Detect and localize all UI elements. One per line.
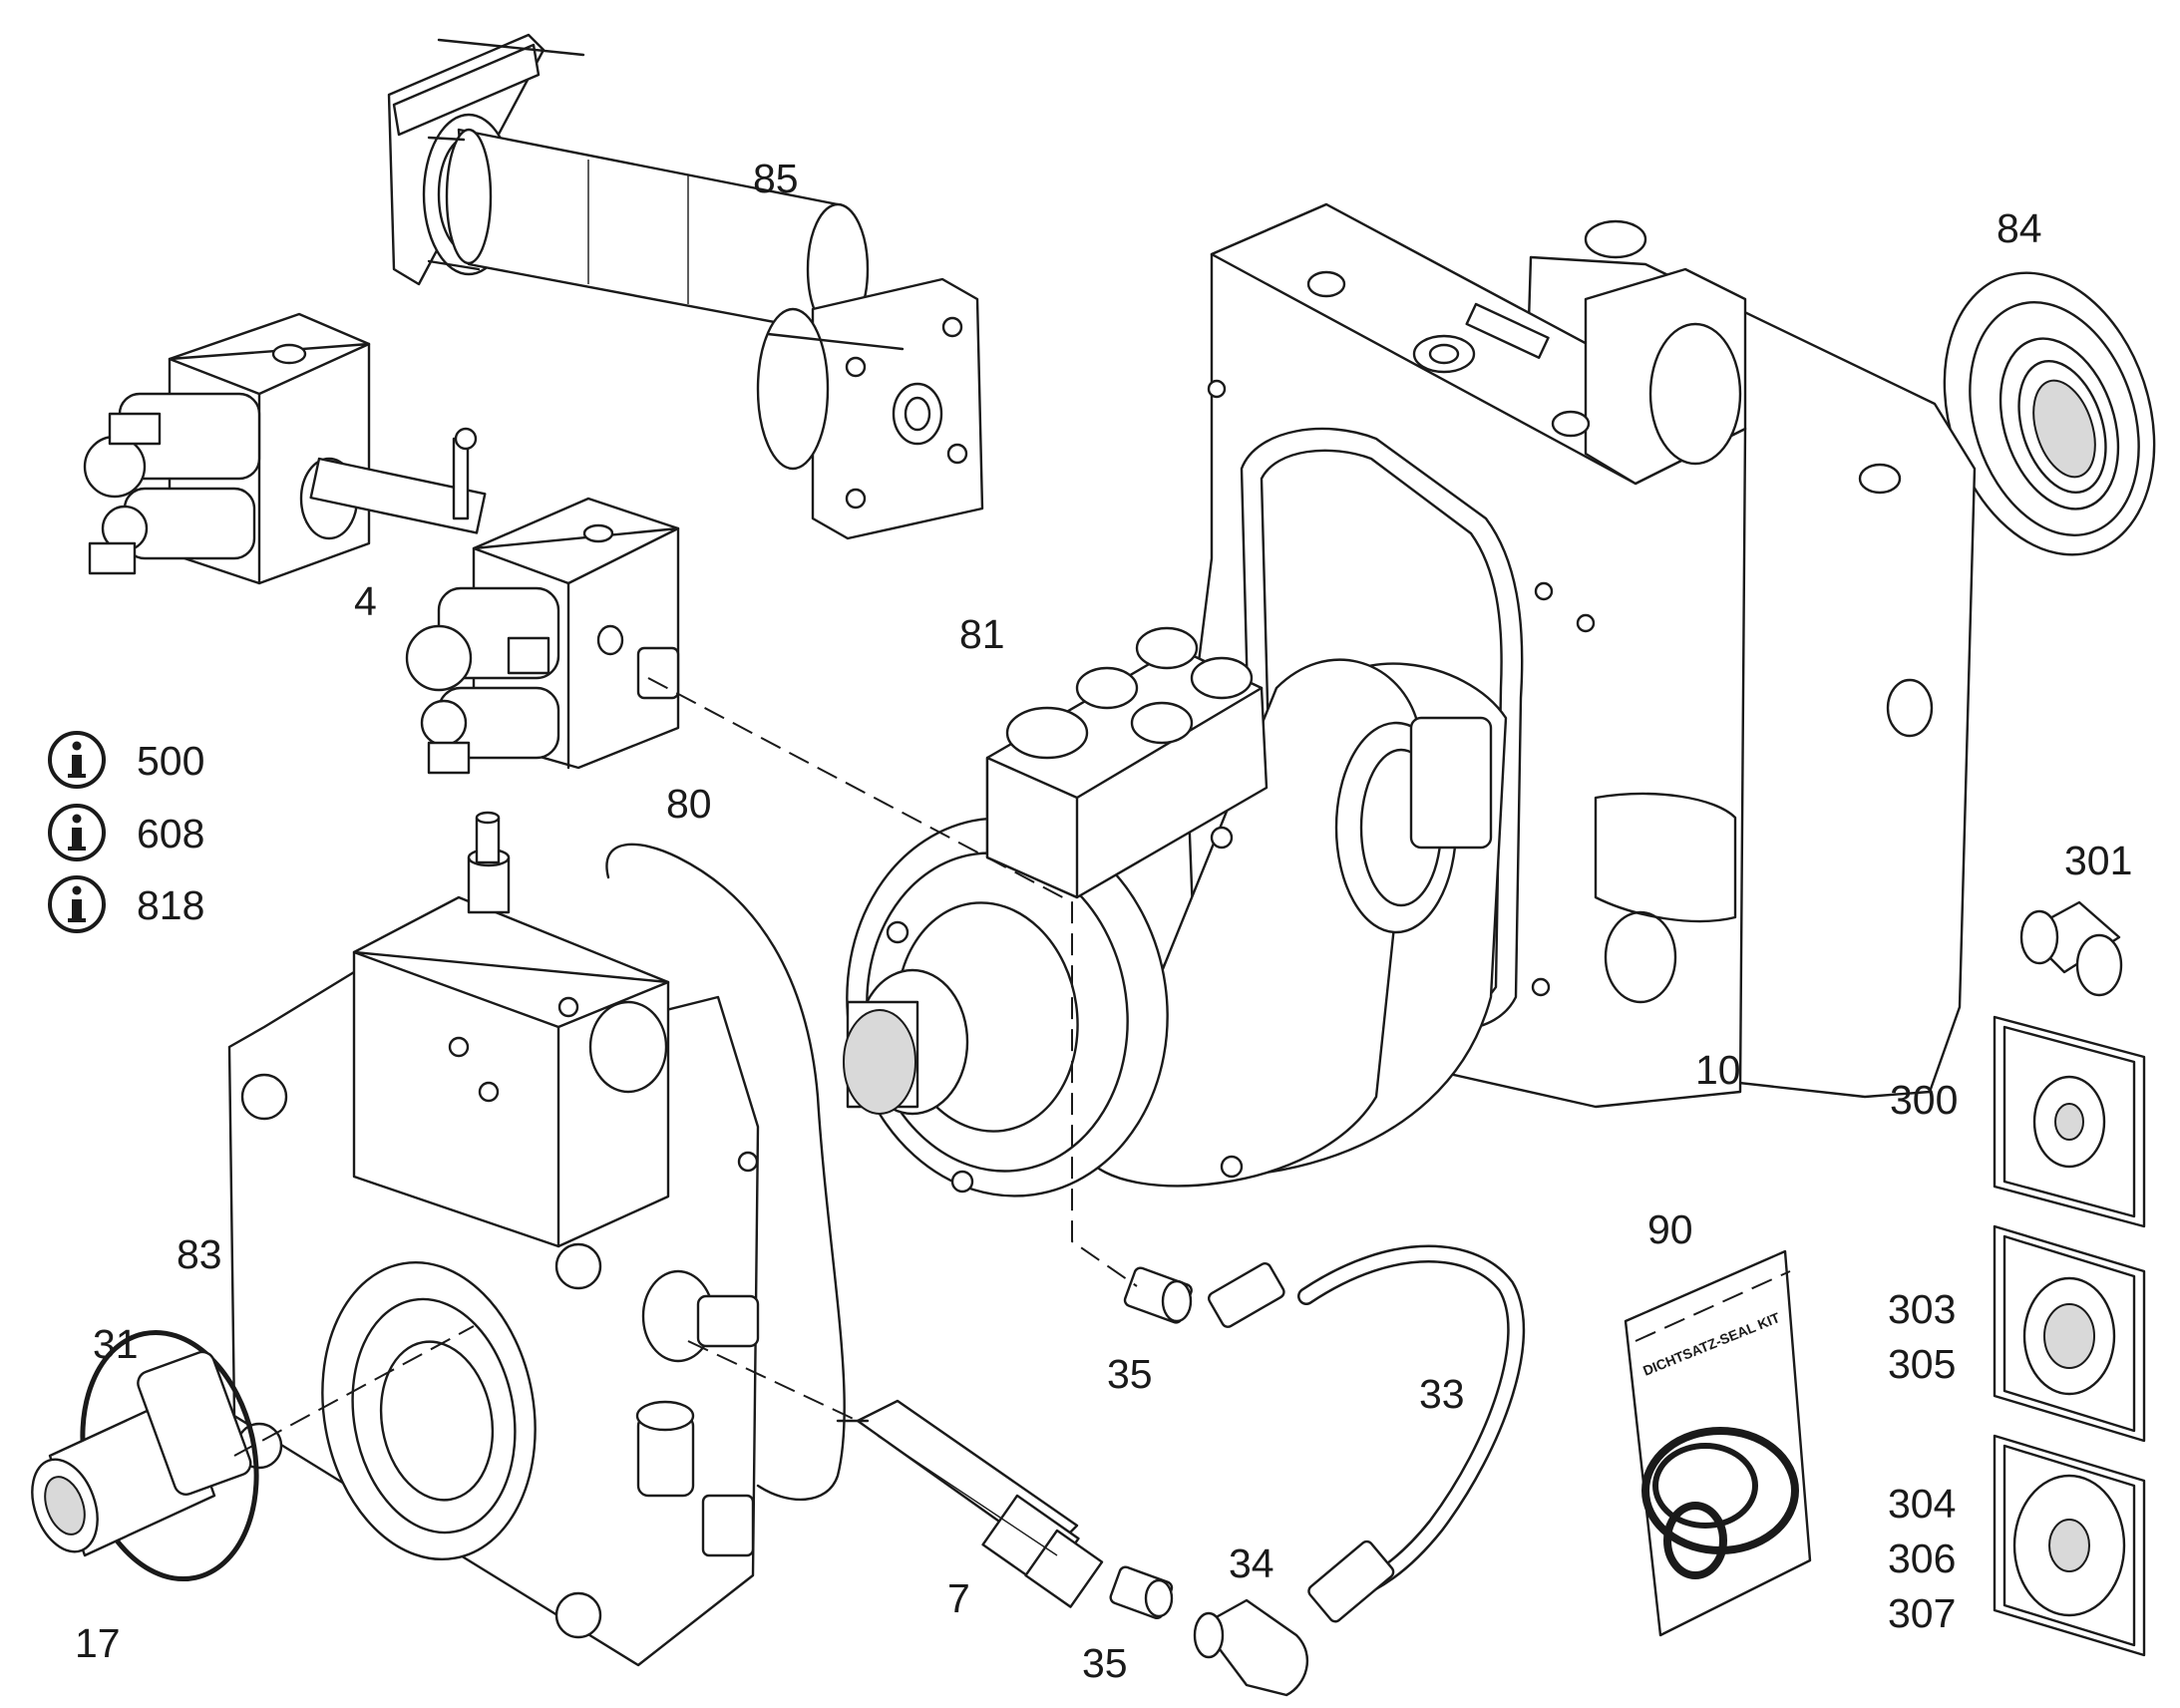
part-label-301[interactable]: 301 <box>2064 838 2132 883</box>
part-label-90[interactable]: 90 <box>1647 1206 1693 1252</box>
part-35-fitting-upper <box>1123 1266 1193 1324</box>
part-label-83[interactable]: 83 <box>177 1231 222 1277</box>
alignment-lines <box>233 677 1138 1457</box>
part-80-seal-cord <box>605 843 846 1502</box>
info-ref-label[interactable]: 500 <box>137 738 204 784</box>
part-84-seal-ring <box>1943 271 2156 556</box>
part-35-fitting-lower <box>1109 1565 1174 1620</box>
info-circle-icon[interactable] <box>48 875 106 933</box>
part-label-10[interactable]: 10 <box>1695 1047 1741 1093</box>
part-17-splined-shaft <box>31 1350 252 1557</box>
part-label-7[interactable]: 7 <box>947 1575 970 1621</box>
part-4-valve-blocks <box>83 312 680 775</box>
part-callouts: 85 84 4 81 80 301 10 300 83 90 31 35 33 … <box>75 156 2132 1686</box>
part-label-17[interactable]: 17 <box>75 1620 121 1666</box>
part-label-34[interactable]: 34 <box>1229 1540 1274 1586</box>
part-7-cartridge-valve <box>836 1399 1104 1608</box>
part-label-33[interactable]: 33 <box>1419 1371 1465 1417</box>
part-33-hose <box>1207 1244 1526 1623</box>
part-label-31[interactable]: 31 <box>93 1321 139 1367</box>
info-ref-label[interactable]: 818 <box>137 882 204 928</box>
part-300-cover-plate <box>1993 1015 2146 1228</box>
part-label-303[interactable]: 303 <box>1888 1286 1956 1332</box>
info-circle-icon[interactable] <box>48 731 106 789</box>
part-label-35-lower[interactable]: 35 <box>1082 1640 1128 1686</box>
part-85-cylinder <box>387 33 984 540</box>
part-label-35-upper[interactable]: 35 <box>1107 1351 1153 1397</box>
part-303-305-cover-plate <box>1993 1224 2146 1443</box>
part-label-305[interactable]: 305 <box>1888 1341 1956 1387</box>
part-90-seal-kit-bag: DICHTSATZ-SEAL KIT <box>1624 1249 1812 1637</box>
part-label-300[interactable]: 300 <box>1890 1077 1958 1123</box>
part-label-80[interactable]: 80 <box>666 781 712 827</box>
part-label-84[interactable]: 84 <box>1997 205 2042 251</box>
part-304-307-cover-plate <box>1993 1434 2146 1657</box>
part-81-rotating-group <box>843 626 1508 1197</box>
part-label-4[interactable]: 4 <box>354 578 377 624</box>
part-label-307[interactable]: 307 <box>1888 1590 1956 1636</box>
info-ref-label[interactable]: 608 <box>137 811 204 856</box>
part-83-end-cover <box>227 811 760 1667</box>
info-circle-icon[interactable] <box>48 804 106 861</box>
part-label-81[interactable]: 81 <box>959 611 1005 657</box>
part-301-plug <box>2019 900 2123 997</box>
info-icon-list: 500 608 818 <box>48 731 204 933</box>
part-label-85[interactable]: 85 <box>753 156 799 201</box>
part-34-elbow <box>1193 1598 1309 1697</box>
part-label-304[interactable]: 304 <box>1888 1481 1956 1527</box>
part-label-306[interactable]: 306 <box>1888 1536 1956 1581</box>
